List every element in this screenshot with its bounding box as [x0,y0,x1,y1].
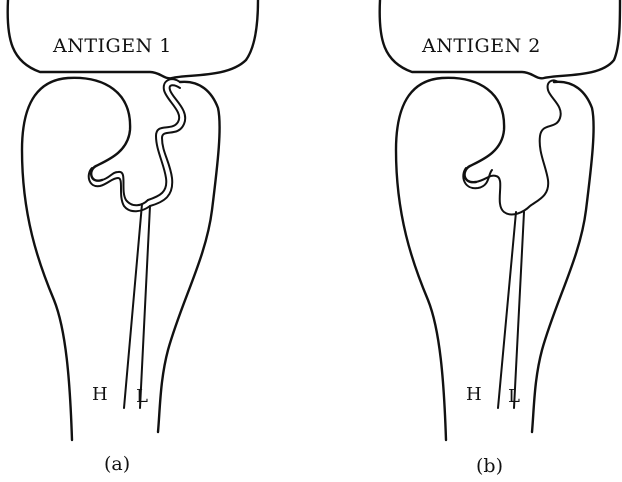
panel-b-caption: (b) [476,455,503,477]
light-chain-loop-inner-a [150,85,185,206]
heavy-chain-outline-b [396,78,594,440]
antigen-2-label: ANTIGEN 2 [421,35,541,57]
heavy-chain-outline-a [22,78,220,440]
panel-b: ANTIGEN 2 H L (b) [380,0,620,477]
heavy-chain-inner-b [463,168,492,188]
light-chain-stalk-b [498,212,524,408]
antigen-1-label: ANTIGEN 1 [52,35,172,57]
heavy-chain-label-b: H [466,384,482,405]
heavy-chain-label-a: H [92,384,108,405]
light-chain-stalk-a [124,204,150,408]
panel-a-caption: (a) [104,453,130,475]
light-chain-label-b: L [508,386,520,407]
panel-a: ANTIGEN 1 H L (a) [8,0,258,475]
heavy-chain-inner-a [102,172,148,205]
light-chain-label-a: L [136,386,148,407]
combining-site-rim-b [476,80,561,214]
